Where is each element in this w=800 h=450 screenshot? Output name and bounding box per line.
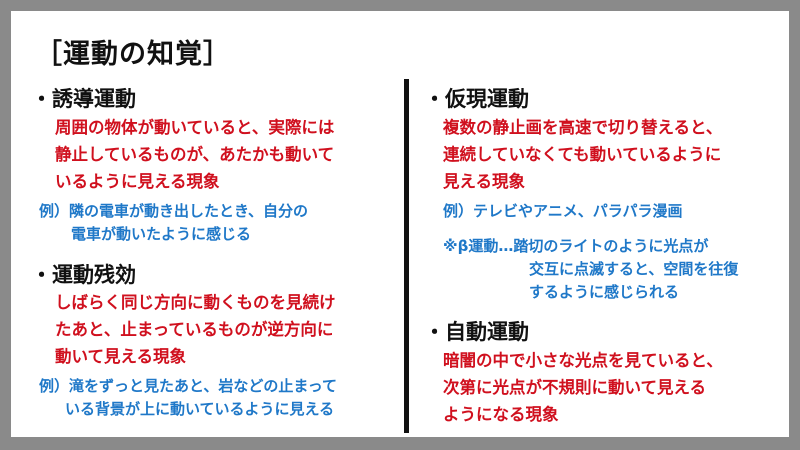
page-title: ［運動の知覚］ <box>35 39 231 70</box>
slide: ［運動の知覚］ ・誘導運動 周囲の物体が動いていると、実際には 静止しているもの… <box>11 11 789 437</box>
apparent-motion-example: 例）テレビやアニメ、パラパラ漫画 <box>443 202 683 220</box>
autokinetic-motion-description: 暗闇の中で小さな光点を見ていると、 次第に光点が不規則に動いて見える ようになる… <box>443 351 723 424</box>
heading-autokinetic-motion: ・自動運動 <box>424 320 529 344</box>
motion-aftereffect-description: しばらく同じ方向に動くものを見続け たあと、止まっているものが逆方向に 動いて見… <box>55 293 336 366</box>
beta-motion-note: ※β運動…踏切のライトのように光点が 交互に点滅すると、空間を往復 するように感… <box>443 237 739 301</box>
motion-aftereffect-example: 例）滝をずっと見たあと、岩などの止まって いる背景が上に動いているように見える <box>39 377 338 418</box>
apparent-motion-description: 複数の静止画を高速で切り替えると、 連続していなくても動いているように 見える現… <box>443 118 723 191</box>
heading-apparent-motion: ・仮現運動 <box>424 87 529 111</box>
heading-motion-aftereffect: ・運動残効 <box>31 263 136 287</box>
column-divider <box>404 79 409 433</box>
induced-motion-example: 例）隣の電車が動き出したとき、自分の 電車が動いたように感じる <box>39 202 308 243</box>
heading-induced-motion: ・誘導運動 <box>31 87 136 111</box>
induced-motion-description: 周囲の物体が動いていると、実際には 静止しているものが、あたかも動いて いるよう… <box>55 118 335 191</box>
